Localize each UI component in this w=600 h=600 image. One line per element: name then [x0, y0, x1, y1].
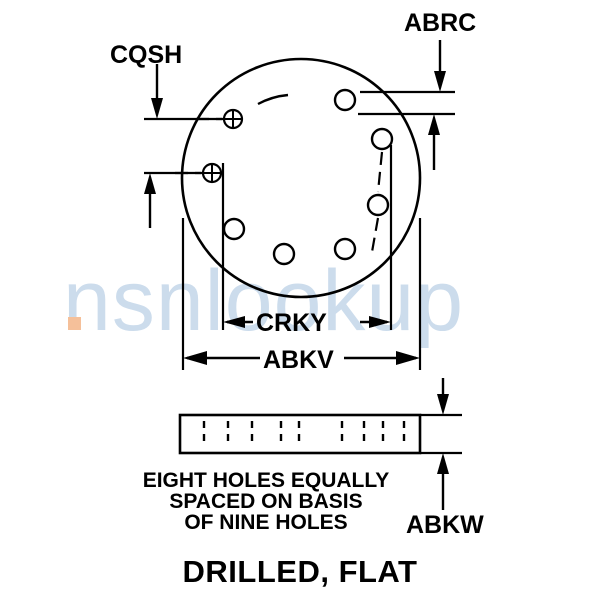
caption-line-1: EIGHT HOLES EQUALLY	[143, 469, 390, 492]
bolt-circle-arc-indicator	[257, 93, 289, 106]
hole-2	[370, 127, 394, 151]
abkw-dimension-group: ABKW	[406, 378, 484, 539]
abrc-arrowhead-down	[434, 71, 446, 92]
caption-line-3: OF NINE HOLES	[184, 511, 347, 534]
crky-arrowhead-left	[223, 316, 245, 328]
cqsh-arrowhead-down	[151, 98, 163, 119]
cqsh-dimension-group: CQSH	[110, 41, 224, 228]
hole-4	[333, 237, 357, 261]
reference-hole-lower	[201, 162, 223, 184]
abrc-arrowhead-up	[428, 114, 440, 135]
caption-line-2: SPACED ON BASIS	[169, 490, 362, 513]
watermark-text: nsnlookup	[63, 253, 464, 349]
abkv-arrowhead-left	[183, 351, 207, 365]
hole-3	[366, 193, 390, 217]
crky-dimension-group: CRKY	[221, 145, 393, 337]
hole-1	[333, 88, 357, 112]
drawing-title: DRILLED, FLAT	[183, 554, 418, 589]
crky-arrowhead-right	[369, 316, 391, 328]
abkv-arrowhead-right	[396, 351, 420, 365]
hole-6	[222, 217, 246, 241]
abkw-arrowhead-up	[437, 453, 449, 474]
side-view-rectangle	[178, 413, 422, 455]
abrc-dimension-group: ABRC	[358, 9, 476, 170]
abkv-label: ABKV	[263, 346, 334, 374]
watermark-accent-square	[68, 317, 81, 330]
crky-label: CRKY	[256, 309, 327, 337]
hole-link-dash-right-upper	[376, 151, 384, 193]
reference-hole-upper	[222, 108, 244, 130]
watermark-group: nsnlookup	[63, 253, 464, 349]
side-view-group	[178, 413, 422, 455]
cqsh-label: CQSH	[110, 41, 182, 69]
hole-5	[272, 242, 296, 266]
abkw-label: ABKW	[406, 511, 484, 539]
caption-group: EIGHT HOLES EQUALLY SPACED ON BASIS OF N…	[143, 469, 390, 534]
abrc-label: ABRC	[404, 9, 476, 37]
part-outer-circle	[180, 57, 422, 299]
abkw-arrowhead-down	[437, 394, 449, 415]
hole-link-dash-right-lower	[370, 217, 380, 253]
abkv-dimension-group: ABKV	[181, 218, 422, 374]
cqsh-arrowhead-up	[144, 173, 156, 194]
front-view-group	[180, 57, 422, 299]
